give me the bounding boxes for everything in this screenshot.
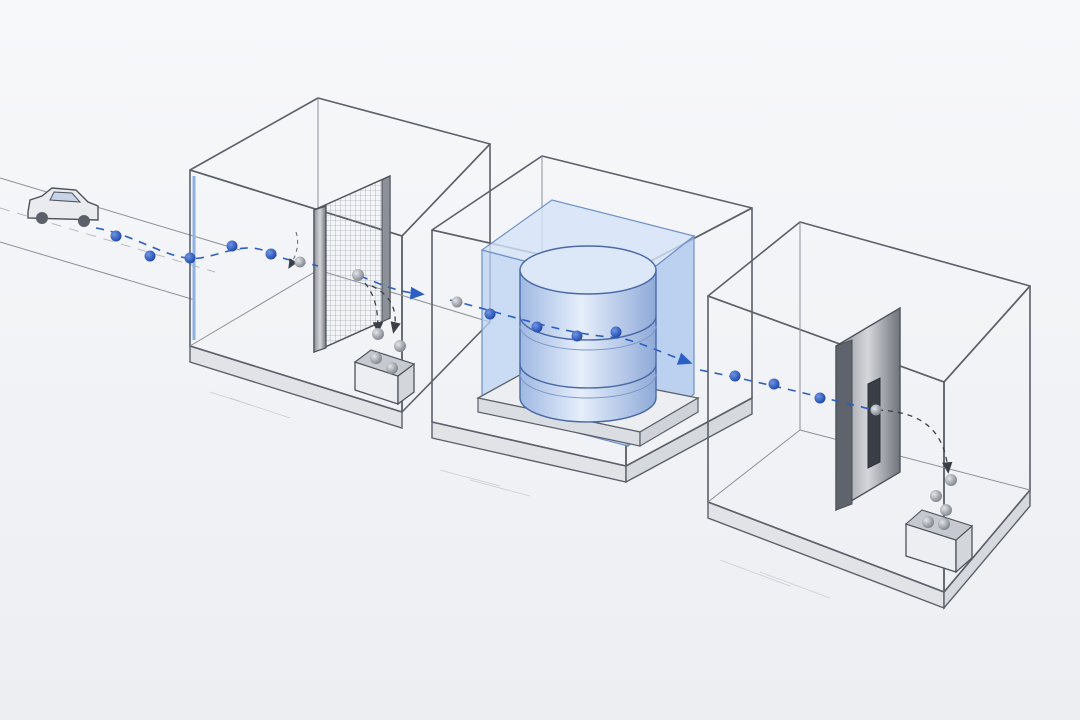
data-particle xyxy=(484,308,496,320)
particles xyxy=(110,230,957,530)
database-cylinder-icon xyxy=(519,245,657,423)
floor-hatching xyxy=(209,391,831,599)
rejected-particle xyxy=(386,362,398,374)
data-particle xyxy=(110,230,122,242)
data-particle xyxy=(814,392,826,404)
rejected-particle xyxy=(372,328,384,340)
rejected-particle xyxy=(938,518,950,530)
rejected-particle xyxy=(945,474,957,486)
car-icon xyxy=(27,187,99,227)
rejected-particle xyxy=(394,340,406,352)
data-particle xyxy=(768,378,780,390)
data-particle xyxy=(226,240,238,252)
data-particle xyxy=(144,250,156,262)
rejected-particle xyxy=(922,516,934,528)
data-particle xyxy=(184,252,196,264)
data-particle xyxy=(729,370,741,382)
data-particle xyxy=(265,248,277,260)
slot-gate-icon xyxy=(835,306,901,512)
mesh-screen-icon xyxy=(313,174,391,354)
reject-flow-path xyxy=(288,231,953,474)
rejected-particle xyxy=(870,404,882,416)
data-particle xyxy=(451,296,463,308)
rejected-particle xyxy=(930,490,942,502)
rejected-particle xyxy=(294,256,306,268)
rejected-particle xyxy=(352,269,364,281)
data-particle xyxy=(531,321,543,333)
collection-bin-icon xyxy=(353,349,416,406)
data-particle xyxy=(610,326,622,338)
rejected-particle xyxy=(370,352,382,364)
rejected-particle xyxy=(940,504,952,516)
data-particle xyxy=(571,330,583,342)
